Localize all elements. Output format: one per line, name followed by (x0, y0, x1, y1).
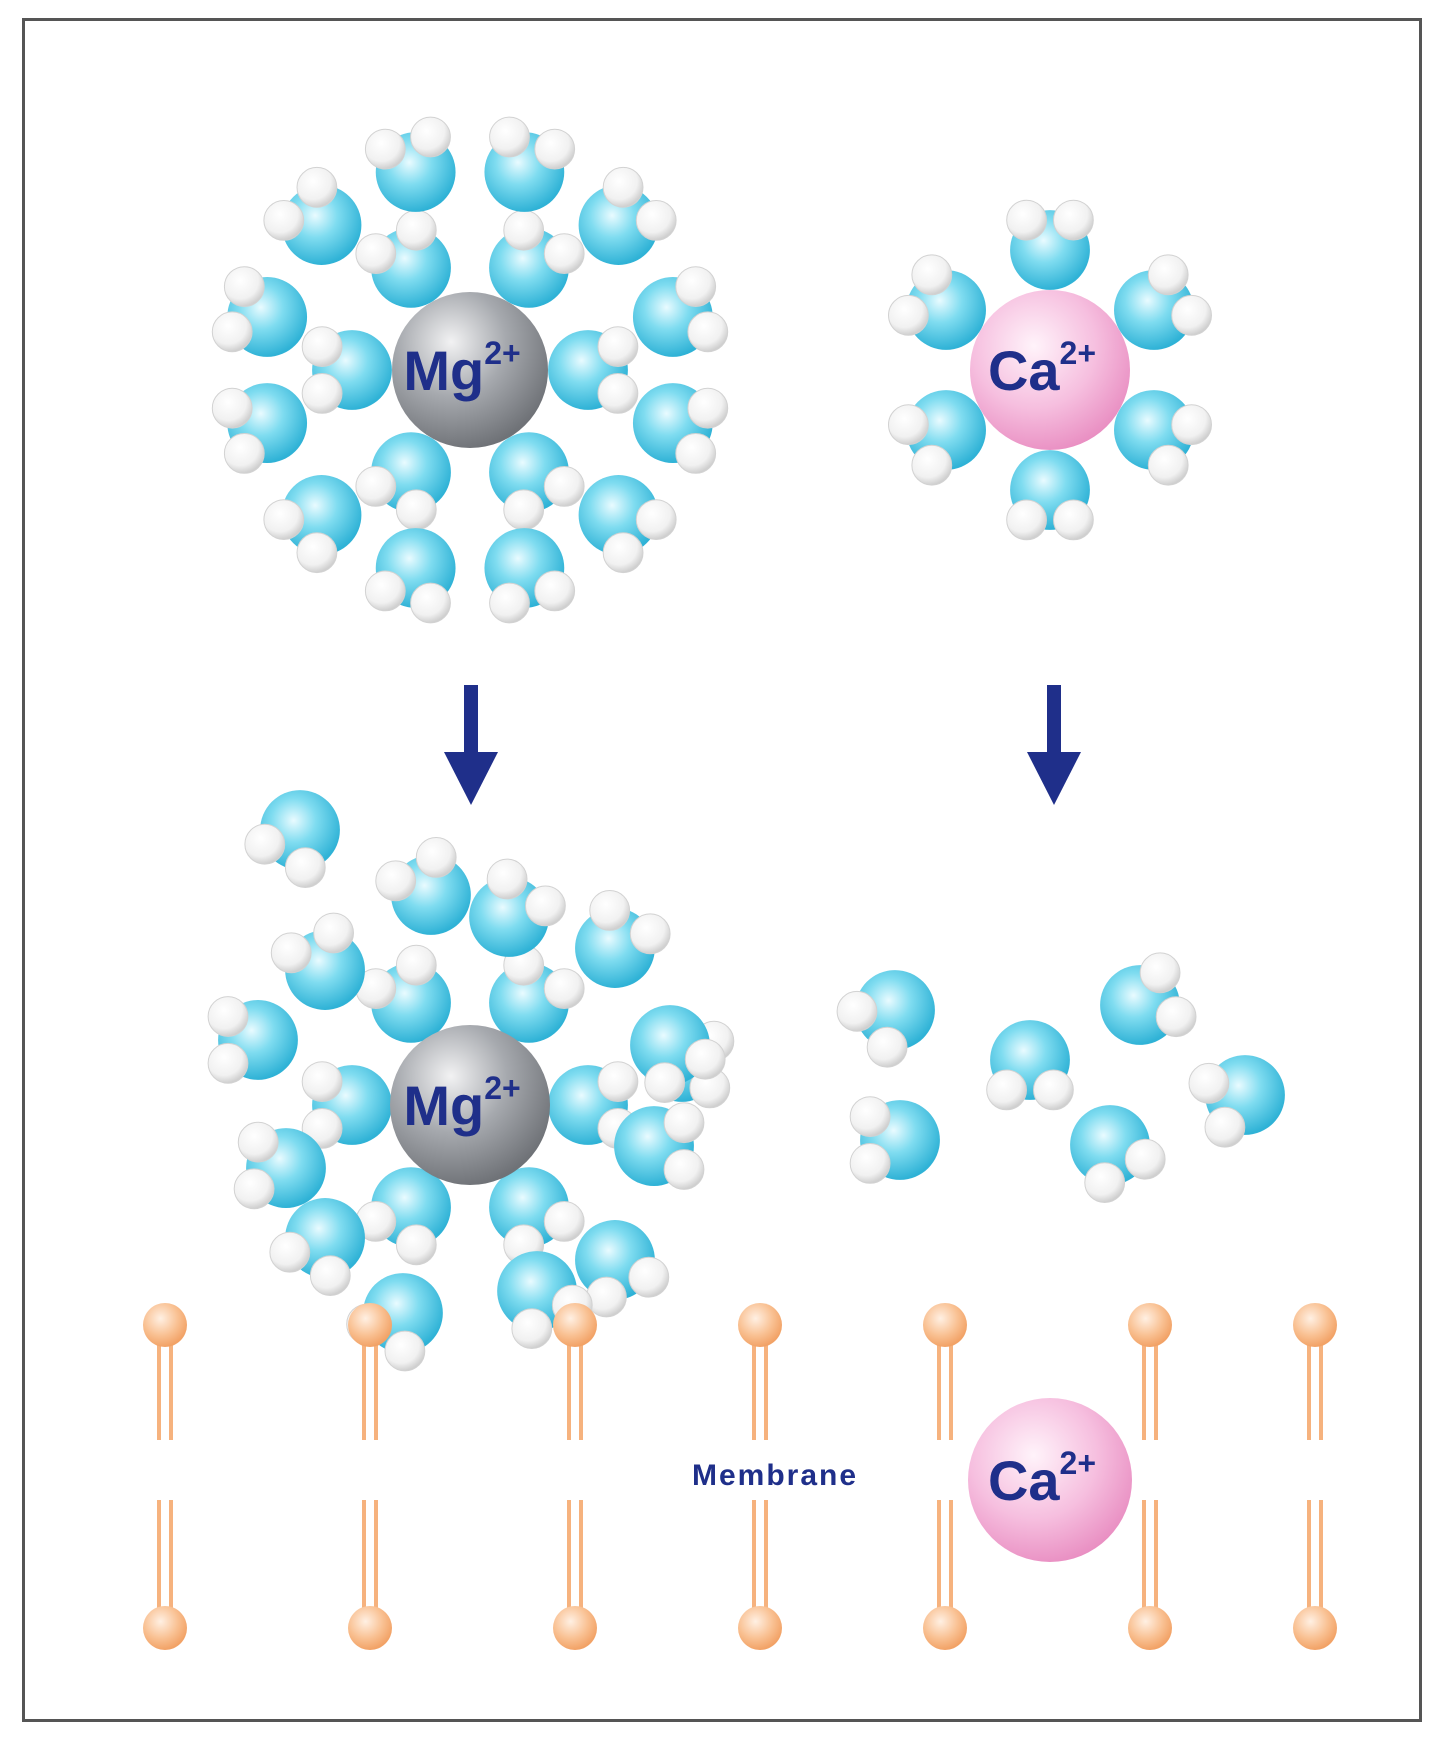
ca-ion-top: Ca2+ (970, 290, 1130, 450)
diagram-frame (22, 18, 1422, 1722)
mg-top-symbol: Mg (403, 339, 484, 402)
free-water-molecules (836, 952, 1285, 1203)
water-molecule-icon (1006, 450, 1094, 541)
water-molecule-icon (1188, 1055, 1285, 1148)
water-molecule-icon (233, 1121, 326, 1210)
water-molecule-icon (375, 837, 471, 935)
water-molecule-icon (484, 528, 576, 624)
water-molecule-icon (489, 1167, 585, 1266)
water-molecule-icon (263, 475, 362, 574)
water-molecule-icon (489, 209, 585, 308)
mg-top-hydration-shell (211, 116, 729, 624)
water-molecule-icon (207, 996, 298, 1084)
water-molecule-icon (355, 209, 451, 308)
water-molecule-icon (548, 326, 639, 414)
ca-membrane-charge: 2+ (1060, 1445, 1096, 1481)
arrow-down-right-icon (1027, 685, 1081, 805)
water-molecule-icon (632, 266, 729, 357)
water-molecule-icon (364, 528, 456, 624)
mg-ion-bottom: Mg2+ (390, 1025, 550, 1185)
svg-text:Mg2+: Mg2+ (403, 1070, 520, 1137)
water-molecule-icon (355, 432, 451, 531)
membrane-label: Membrane (692, 1459, 858, 1492)
water-molecule-icon (301, 1061, 392, 1149)
water-molecule-icon (364, 116, 456, 212)
mg-bottom-hydration-shell (207, 790, 735, 1372)
water-molecule-icon (211, 383, 308, 474)
water-molecule-icon (270, 912, 365, 1010)
lipid-molecule (738, 1303, 782, 1650)
mg-bottom-symbol: Mg (403, 1074, 484, 1137)
ca-top-symbol: Ca (988, 339, 1060, 402)
water-molecule-icon (1114, 390, 1212, 486)
ca-top-charge: 2+ (1060, 335, 1096, 371)
water-molecule-icon (355, 944, 451, 1043)
water-molecule-icon (301, 326, 392, 414)
svg-text:Ca2+: Ca2+ (988, 1445, 1096, 1512)
ca-membrane-symbol: Ca (988, 1449, 1060, 1512)
lipid-molecule (923, 1303, 967, 1650)
mg-top-charge: 2+ (484, 335, 520, 371)
water-molecule-icon (263, 166, 362, 265)
mg-bottom-charge: 2+ (484, 1070, 520, 1106)
svg-text:Ca2+: Ca2+ (988, 335, 1096, 402)
mg-ion-top: Mg2+ (392, 292, 548, 448)
water-molecule-icon (630, 1005, 726, 1103)
water-molecule-icon (632, 383, 729, 474)
water-molecule-icon (888, 390, 986, 486)
water-molecule-icon (836, 970, 935, 1068)
water-molecule-icon (489, 432, 585, 531)
lipid-molecule (1293, 1303, 1337, 1650)
water-molecule-icon (1070, 1105, 1166, 1203)
lipid-molecule (143, 1303, 187, 1650)
water-molecule-icon (244, 790, 340, 888)
water-molecule-icon (575, 890, 671, 988)
water-molecule-icon (1100, 952, 1197, 1045)
ca-ion-membrane: Ca2+ (968, 1398, 1132, 1562)
water-molecule-icon (269, 1198, 365, 1296)
water-molecule-icon (888, 254, 986, 350)
svg-text:Mg2+: Mg2+ (403, 335, 520, 402)
water-molecule-icon (1114, 254, 1212, 350)
lipid-molecule (348, 1303, 392, 1650)
water-molecule-icon (849, 1096, 940, 1184)
arrow-down-left-icon (444, 685, 498, 805)
lipid-molecule (553, 1303, 597, 1650)
water-molecule-icon (489, 944, 585, 1043)
water-molecule-icon (355, 1167, 451, 1266)
water-molecule-icon (614, 1102, 705, 1190)
water-molecule-icon (575, 1220, 670, 1318)
water-molecule-icon (211, 266, 308, 357)
lipid-molecule (1128, 1303, 1172, 1650)
water-molecule-icon (578, 475, 677, 574)
water-molecule-icon (1006, 199, 1094, 290)
water-molecule-icon (578, 166, 677, 265)
membrane-lipid-bilayer (143, 1303, 1337, 1650)
water-molecule-icon (484, 116, 576, 212)
water-molecule-icon (469, 858, 566, 957)
water-molecule-icon (986, 1020, 1074, 1111)
ca-top-hydration-shell (888, 199, 1212, 541)
